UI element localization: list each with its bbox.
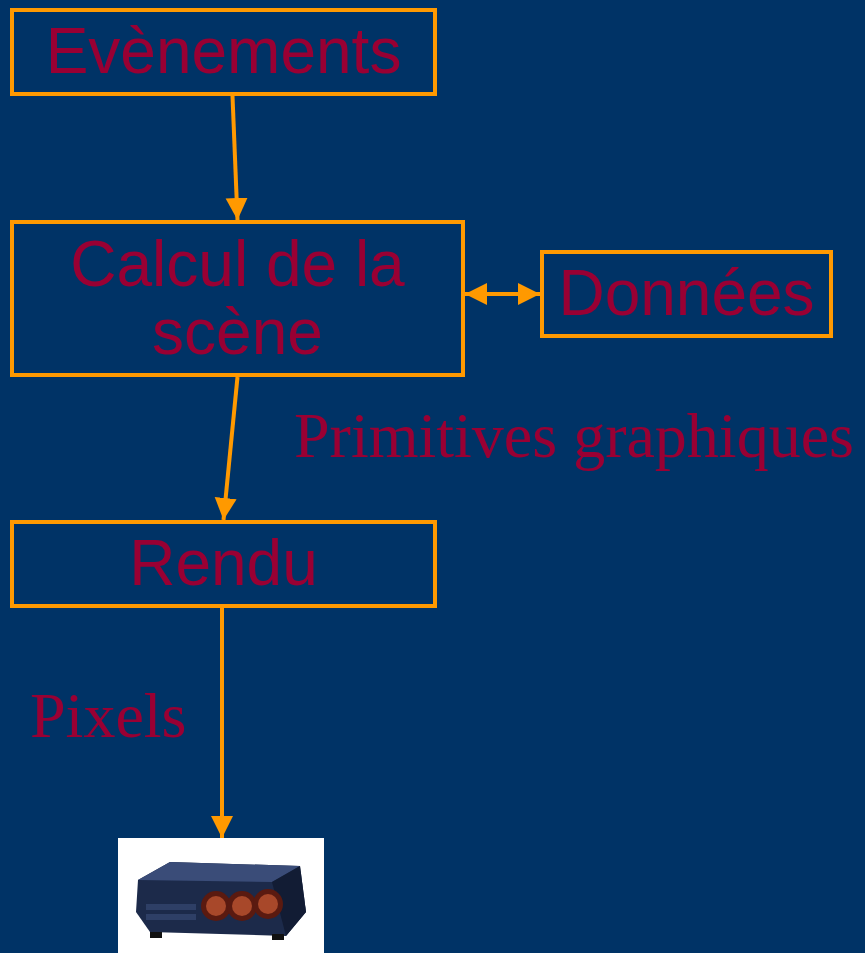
edge-label: Primitives graphiques bbox=[294, 404, 854, 468]
box-text: Rendu bbox=[129, 530, 318, 597]
projector-picture bbox=[118, 838, 324, 953]
flow-arrow bbox=[224, 377, 238, 520]
pixel-arrow bbox=[220, 605, 224, 838]
process-box: Rendu bbox=[10, 520, 437, 608]
process-box: Données bbox=[540, 250, 833, 338]
box-text: Données bbox=[558, 260, 814, 327]
flow-arrow bbox=[465, 292, 540, 296]
box-text: Calcul de la scène bbox=[14, 231, 461, 365]
process-box: Calcul de la scène bbox=[10, 220, 465, 377]
flow-arrow bbox=[233, 96, 238, 220]
flow-label: Pixels bbox=[30, 684, 186, 748]
process-box: Evènements bbox=[10, 8, 437, 96]
box-text: Evènements bbox=[46, 18, 402, 85]
